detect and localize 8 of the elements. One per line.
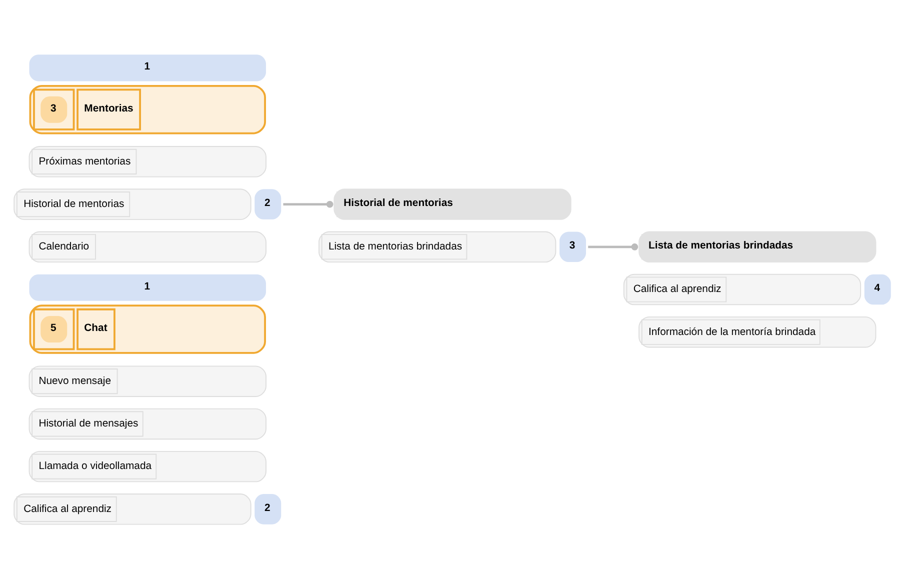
node-label: 2	[264, 198, 270, 209]
node-label: 2	[264, 502, 270, 514]
connector	[588, 243, 638, 250]
node-label: 1	[144, 62, 150, 73]
node-label: 3	[569, 240, 576, 252]
connector	[283, 200, 334, 208]
node-label: 4	[874, 283, 880, 294]
node-label: 1	[144, 281, 150, 292]
